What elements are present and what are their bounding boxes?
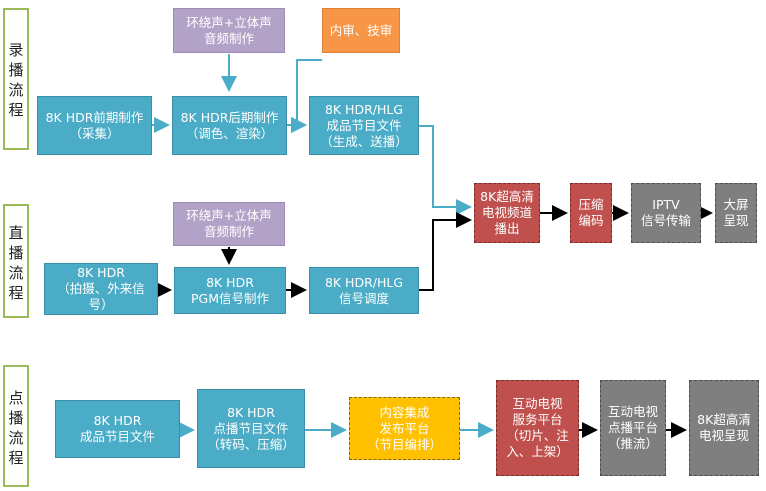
box-surround-audio-mid: 环绕声+立体声 音频制作 (173, 202, 285, 246)
arrow-finished-to-channel (419, 125, 472, 215)
box-finished-file: 8K HDR/HLG 成品节目文件 （生成、送播） (309, 96, 419, 155)
box-broadcast-channel: 8K超高清 电视频道 播出 (474, 183, 540, 243)
lane-live: 直 播 流 程 (3, 204, 29, 318)
box-vod-platform: 互动电视 点播平台 （推流） (600, 380, 666, 476)
box-review: 内审、技审 (322, 8, 400, 53)
box-post-production: 8K HDR后期制作 （调色、渲染） (172, 96, 287, 155)
box-signal-dispatch: 8K HDR/HLG 信号调度 (309, 267, 419, 314)
box-content-platform: 内容集成 发布平台 （节目编排） (349, 397, 460, 460)
arrow-dispatch-to-channel (419, 212, 472, 291)
lane-live-label: 直 播 流 程 (8, 224, 24, 302)
box-iptv: IPTV 信号传输 (631, 183, 701, 243)
lane-recorded-label: 录 播 流 程 (8, 41, 24, 119)
box-vod-transcode: 8K HDR 点播节目文件 （转码、压缩） (197, 389, 305, 468)
box-surround-audio-top: 环绕声+立体声 音频制作 (173, 8, 285, 53)
lane-recorded: 录 播 流 程 (3, 8, 29, 150)
lane-vod: 点 播 流 程 (3, 365, 29, 487)
box-compress: 压缩 编码 (570, 183, 612, 243)
box-service-platform: 互动电视 服务平台 （切片、注 入、上架） (496, 380, 579, 476)
lane-vod-label: 点 播 流 程 (8, 389, 24, 467)
box-vod-file: 8K HDR 成品节目文件 (55, 400, 180, 458)
box-uhd-display: 8K超高清 电视呈现 (689, 380, 759, 476)
box-live-source: 8K HDR （拍摄、外来信 号） (44, 263, 158, 315)
box-pgm: 8K HDR PGM信号制作 (174, 267, 286, 314)
box-pre-production: 8K HDR前期制作 （采集） (37, 96, 152, 155)
box-big-screen: 大屏 呈现 (715, 183, 757, 243)
